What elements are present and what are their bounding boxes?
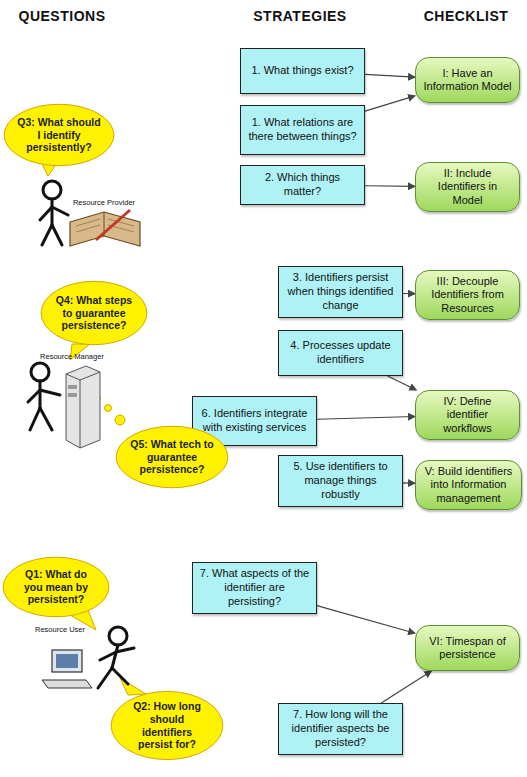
node-text: Q3: What should I identify persistently? <box>17 116 101 154</box>
column-header: CHECKLIST <box>424 8 509 24</box>
node-text: Q1: What do you mean by persistent? <box>16 568 96 606</box>
node-text: 7. How long will the identifier aspects … <box>285 708 396 749</box>
strategy-box: 4. Processes update identifiers <box>278 330 403 376</box>
strategy-box: 1. What relations are there between thin… <box>240 105 365 155</box>
speech-bubble: Q5: What tech to guarantee persistence? <box>115 425 229 489</box>
speech-bubble: Q4: What steps to guarantee persistence? <box>40 280 148 346</box>
strategy-box: 3. Identifiers persist when things ident… <box>278 266 403 318</box>
role-caption: Resource User <box>35 625 85 634</box>
speech-bubble: Q3: What should I identify persistently? <box>3 103 115 167</box>
checklist-box: II: Include Identifiers in Model <box>415 162 520 212</box>
column-header: STRATEGIES <box>253 8 346 24</box>
strategy-box: 1. What things exist? <box>240 48 365 94</box>
thought-dot <box>105 405 112 412</box>
checklist-box: V: Build identifiers into Information ma… <box>415 460 522 510</box>
checklist-box: VI: Timespan of persistence <box>415 625 520 671</box>
strategy-box: 2. Which things matter? <box>240 165 365 205</box>
node-text: 1. What relations are there between thin… <box>247 116 358 144</box>
node-text: I: Have an Information Model <box>422 67 513 93</box>
node-text: 5. Use identifiers to manage things robu… <box>285 460 396 501</box>
stick-figure <box>98 627 134 688</box>
connector-arrow <box>403 293 415 294</box>
thought-dot <box>115 415 125 425</box>
node-text: Q5: What tech to guarantee persistence? <box>129 438 215 476</box>
checklist-box: III: Decouple Identifiers from Resources <box>415 270 520 320</box>
connector-arrow <box>388 376 417 390</box>
node-text: 7. What aspects of the identifier are pe… <box>199 567 310 608</box>
node-text: 6. Identifiers integrate with existing s… <box>199 407 310 435</box>
node-text: III: Decouple Identifiers from Resources <box>422 275 513 315</box>
node-text: II: Include Identifiers in Model <box>422 167 513 207</box>
connector-arrow <box>365 96 415 111</box>
node-text: Q2: How long should identifiers persist … <box>124 700 210 750</box>
book <box>70 210 140 246</box>
stick-figure <box>28 363 60 430</box>
node-text: 2. Which things matter? <box>247 171 358 199</box>
stick-figure <box>40 181 68 245</box>
computer <box>42 650 92 688</box>
node-text: V: Build identifiers into Information ma… <box>422 465 515 505</box>
connector-arrow <box>365 185 415 187</box>
node-text: IV: Define identifier workflows <box>422 395 513 435</box>
speech-bubble: Q1: What do you mean by persistent? <box>2 556 110 618</box>
strategy-box: 7. What aspects of the identifier are pe… <box>192 562 317 614</box>
strategy-box: 7. How long will the identifier aspects … <box>278 703 403 755</box>
role-caption: Resource Manager <box>40 352 104 361</box>
server-cabinet <box>66 366 100 448</box>
speech-bubble: Q2: How long should identifiers persist … <box>110 690 224 761</box>
connector-arrow <box>381 671 431 703</box>
node-text: 3. Identifiers persist when things ident… <box>285 271 396 312</box>
node-text: VI: Timespan of persistence <box>422 635 513 661</box>
node-text: Q4: What steps to guarantee persistence? <box>54 294 134 332</box>
strategy-box: 5. Use identifiers to manage things robu… <box>278 455 403 507</box>
checklist-box: IV: Define identifier workflows <box>415 390 520 440</box>
connector-arrow <box>403 482 415 484</box>
connector-arrow <box>365 74 415 77</box>
column-header: QUESTIONS <box>19 8 106 24</box>
role-caption: Resource Provider <box>73 198 135 207</box>
checklist-box: I: Have an Information Model <box>415 57 520 103</box>
node-text: 4. Processes update identifiers <box>285 339 396 367</box>
connector-arrow <box>317 416 415 419</box>
connector-arrow <box>317 606 415 634</box>
node-text: 1. What things exist? <box>251 64 353 78</box>
